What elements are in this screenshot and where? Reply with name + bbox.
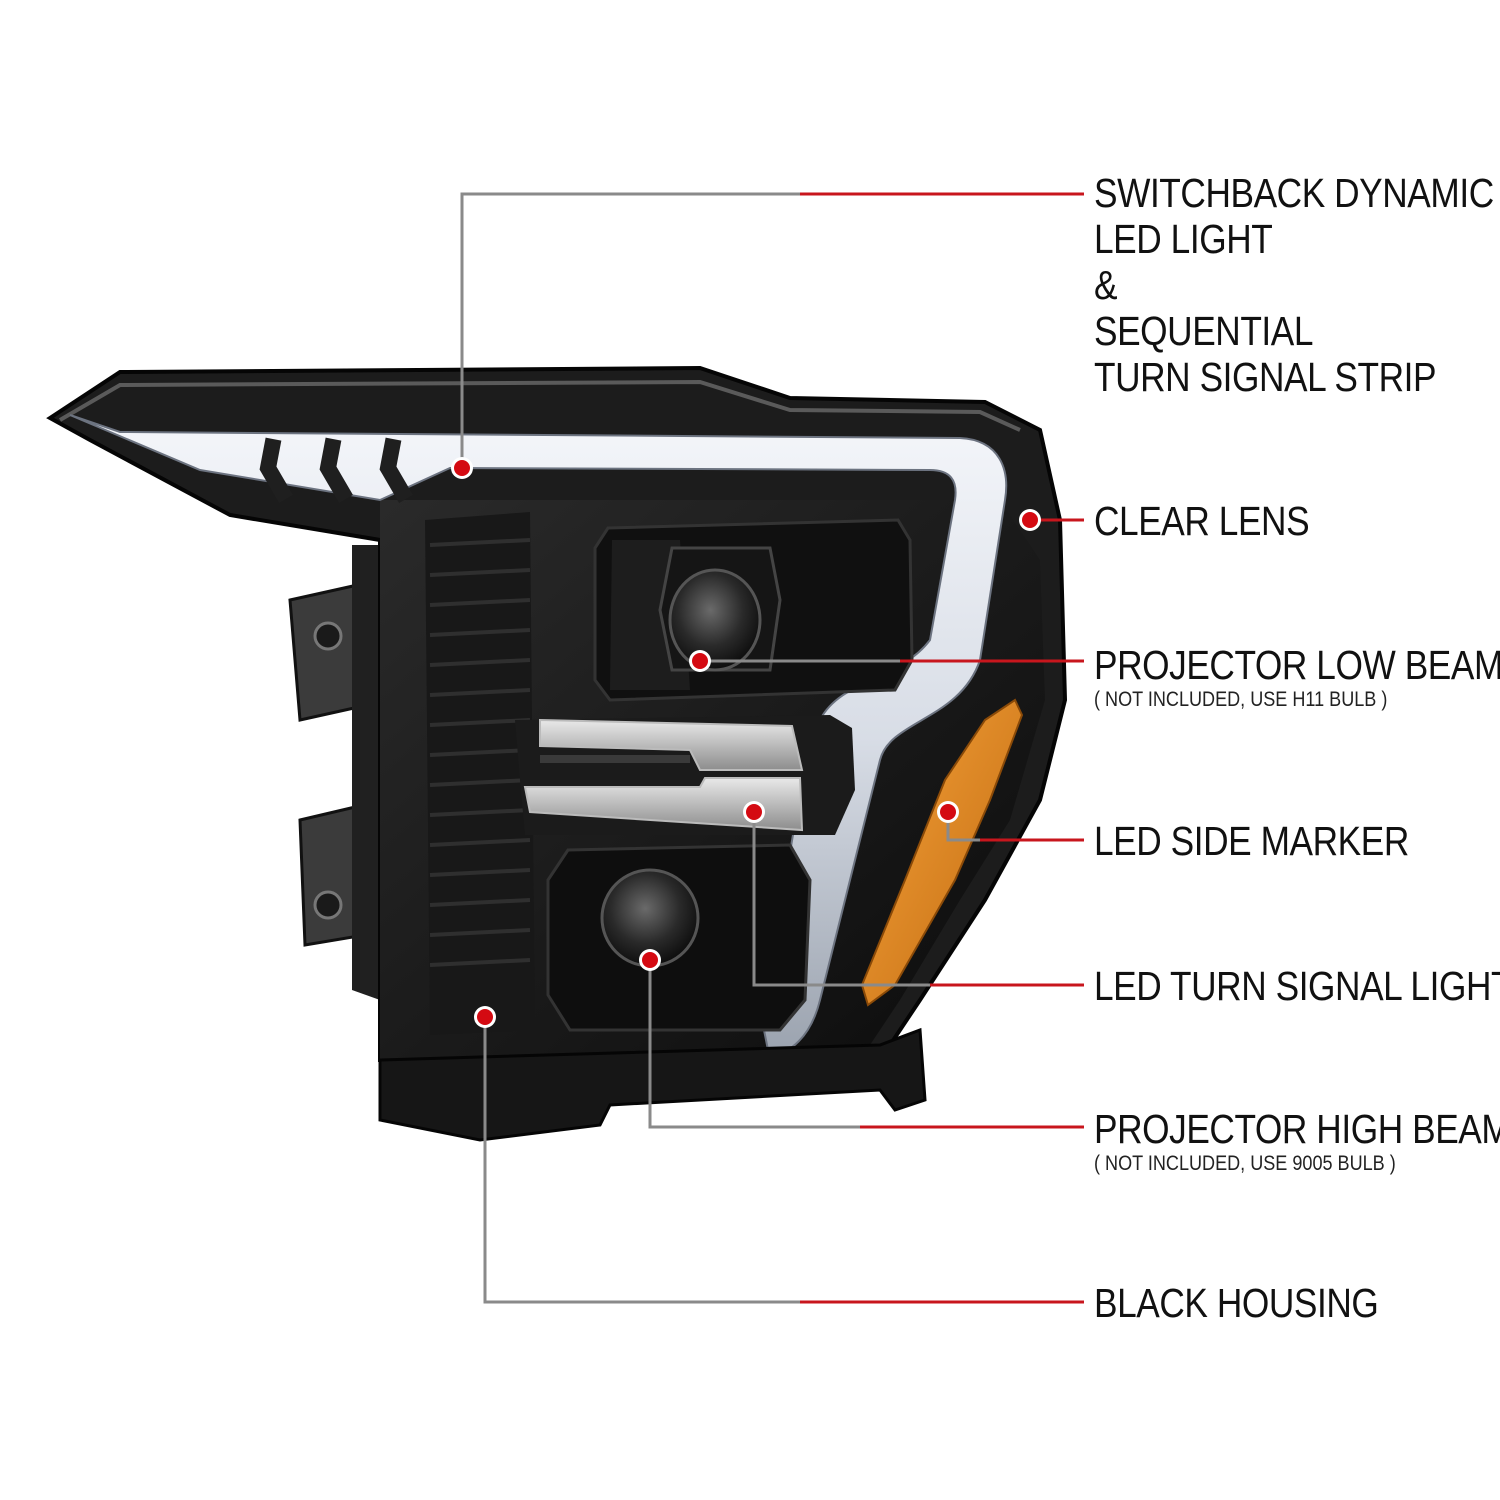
label-side-marker: LED SIDE MARKER: [1094, 818, 1409, 864]
led-turn-signal-module: [515, 715, 855, 835]
projector-high-beam: [546, 843, 812, 1032]
label-turn-signal: LED TURN SIGNAL LIGHT: [1094, 963, 1500, 1009]
label-switchback-line-5: TURN SIGNAL STRIP: [1094, 354, 1437, 400]
connector-switchback: [460, 192, 800, 468]
label-high-beam: PROJECTOR HIGH BEAM ( NOT INCLUDED, USE …: [1094, 1106, 1500, 1176]
label-side-marker-text: LED SIDE MARKER: [1094, 818, 1409, 864]
marker-dot-switchback: [451, 457, 473, 479]
marker-dot-low-beam: [689, 650, 711, 672]
label-switchback-line-3: &: [1094, 262, 1118, 308]
label-clear-lens-text: CLEAR LENS: [1094, 498, 1310, 544]
sequential-signal-chevrons: [259, 437, 413, 503]
projector-low-beam: [593, 518, 914, 702]
label-low-beam: PROJECTOR LOW BEAM ( NOT INCLUDED, USE H…: [1094, 642, 1500, 712]
label-clear-lens: CLEAR LENS: [1094, 498, 1310, 544]
label-switchback-line-2: LED LIGHT: [1094, 216, 1273, 262]
connector-high-beam: [648, 960, 860, 1129]
label-high-beam-note: ( NOT INCLUDED, USE 9005 BULB ): [1094, 1152, 1396, 1175]
marker-dot-turn-signal: [743, 801, 765, 823]
connector-turn-signal: [752, 812, 930, 987]
label-low-beam-text: PROJECTOR LOW BEAM: [1094, 642, 1500, 688]
mounting-brackets: [288, 545, 397, 1000]
label-switchback-line-4: SEQUENTIAL: [1094, 308, 1314, 354]
marker-dot-side-marker: [937, 801, 959, 823]
label-housing-text: BLACK HOUSING: [1094, 1280, 1379, 1326]
marker-dot-housing: [474, 1006, 496, 1028]
label-switchback: SWITCHBACK DYNAMIC LED LIGHT & SEQUENTIA…: [1094, 170, 1494, 400]
label-housing: BLACK HOUSING: [1094, 1280, 1379, 1326]
label-low-beam-note: ( NOT INCLUDED, USE H11 BULB ): [1094, 688, 1388, 711]
label-switchback-line-1: SWITCHBACK DYNAMIC: [1094, 170, 1494, 216]
label-turn-signal-text: LED TURN SIGNAL LIGHT: [1094, 963, 1500, 1009]
label-high-beam-text: PROJECTOR HIGH BEAM: [1094, 1106, 1500, 1152]
connector-housing: [483, 1017, 800, 1304]
marker-dot-high-beam: [639, 949, 661, 971]
housing-ribs: [425, 512, 535, 1035]
marker-dot-clear-lens: [1019, 509, 1041, 531]
marker-dots: [451, 457, 1041, 1028]
lower-housing-lip: [378, 1027, 927, 1142]
amber-side-marker: [860, 698, 1024, 1007]
